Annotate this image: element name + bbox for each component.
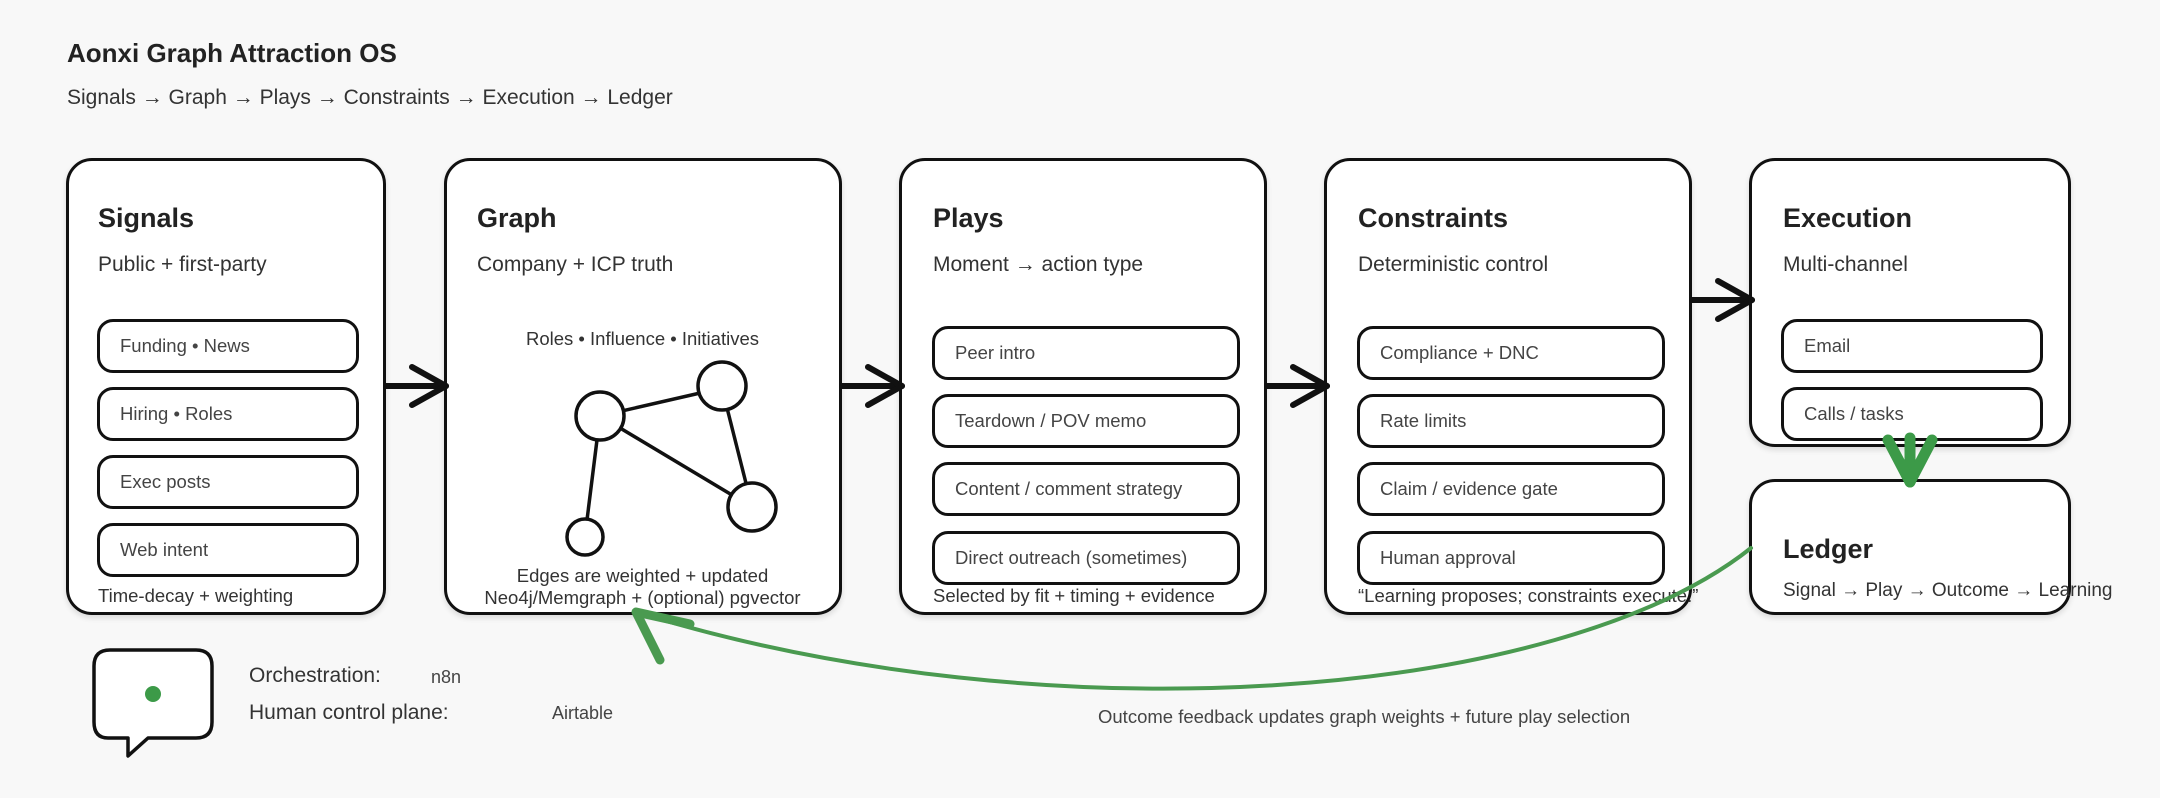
play-item-peer-intro: Peer intro — [932, 326, 1240, 380]
graph-subtitle: Company + ICP truth — [477, 253, 674, 276]
chat-bubble-icon — [92, 648, 214, 758]
plays-card: Plays Moment → action type Peer intro Te… — [899, 158, 1267, 615]
graph-card: Graph Company + ICP truth Roles • Influe… — [444, 158, 842, 615]
constraints-title: Constraints — [1358, 203, 1509, 233]
constraints-card: Constraints Deterministic control Compli… — [1324, 158, 1698, 615]
play-item-direct-outreach: Direct outreach (sometimes) — [932, 531, 1240, 585]
flow-arrows — [383, 278, 1755, 408]
execution-card: Execution Multi-channel Email Calls / ta… — [1749, 158, 2071, 447]
graph-caption: Roles • Influence • Initiatives — [525, 328, 759, 349]
human-control-plane-label: Human control plane: — [249, 701, 449, 724]
execution-item-email: Email — [1781, 319, 2043, 373]
execution-title: Execution — [1783, 203, 1913, 233]
orchestration-value: n8n — [431, 667, 462, 687]
constraint-item-evidence-gate: Claim / evidence gate — [1357, 462, 1665, 516]
constraints-footer: “Learning proposes; constraints execute.… — [1358, 585, 1699, 606]
human-control-plane-value: Airtable — [552, 703, 614, 723]
plays-subtitle: Moment → action type — [933, 253, 1144, 276]
feedback-caption: Outcome feedback updates graph weights +… — [1098, 706, 1631, 727]
graph-footer-line1: Edges are weighted + updated — [516, 565, 769, 586]
execution-item-calls-tasks: Calls / tasks — [1781, 387, 2043, 441]
graph-network-icon — [565, 360, 778, 557]
play-item-content-strategy: Content / comment strategy — [932, 462, 1240, 516]
arrow-graph-to-plays — [839, 364, 905, 408]
arrow-execution-to-ledger — [1882, 432, 1938, 488]
execution-subtitle: Multi-channel — [1783, 253, 1908, 276]
feedback-loop-arrow — [631, 546, 1753, 691]
arrow-plays-to-constraints — [1264, 364, 1330, 408]
signals-card: Signals Public + first-party Funding • N… — [66, 158, 386, 615]
plays-title: Plays — [933, 203, 1004, 233]
constraints-subtitle: Deterministic control — [1358, 253, 1549, 276]
constraint-item-rate-limits: Rate limits — [1357, 394, 1665, 448]
signal-item-hiring-roles: Hiring • Roles — [97, 387, 359, 441]
orchestration-label: Orchestration: — [249, 664, 381, 687]
constraint-item-compliance: Compliance + DNC — [1357, 326, 1665, 380]
signal-item-exec-posts: Exec posts — [97, 455, 359, 509]
signals-title: Signals — [98, 203, 195, 233]
ledger-title: Ledger — [1783, 534, 1874, 564]
play-item-teardown-memo: Teardown / POV memo — [932, 394, 1240, 448]
diagram-subtitle: Signals → Graph → Plays → Constraints → … — [67, 86, 673, 109]
signal-item-funding-news: Funding • News — [97, 319, 359, 373]
signals-subtitle: Public + first-party — [98, 253, 267, 276]
constraint-item-human-approval: Human approval — [1357, 531, 1665, 585]
ledger-subtitle: Signal → Play → Outcome → Learning — [1783, 580, 2113, 601]
signal-item-web-intent: Web intent — [97, 523, 359, 577]
arrow-signals-to-graph — [383, 364, 449, 408]
signals-footer: Time-decay + weighting — [98, 585, 294, 606]
graph-footer-line2: Neo4j/Memgraph + (optional) pgvector — [484, 587, 801, 608]
diagram-title: Aonxi Graph Attraction OS — [67, 38, 397, 68]
plays-footer: Selected by fit + timing + evidence — [933, 585, 1215, 606]
graph-title: Graph — [477, 203, 557, 233]
arrow-constraints-to-execution — [1689, 278, 1755, 322]
